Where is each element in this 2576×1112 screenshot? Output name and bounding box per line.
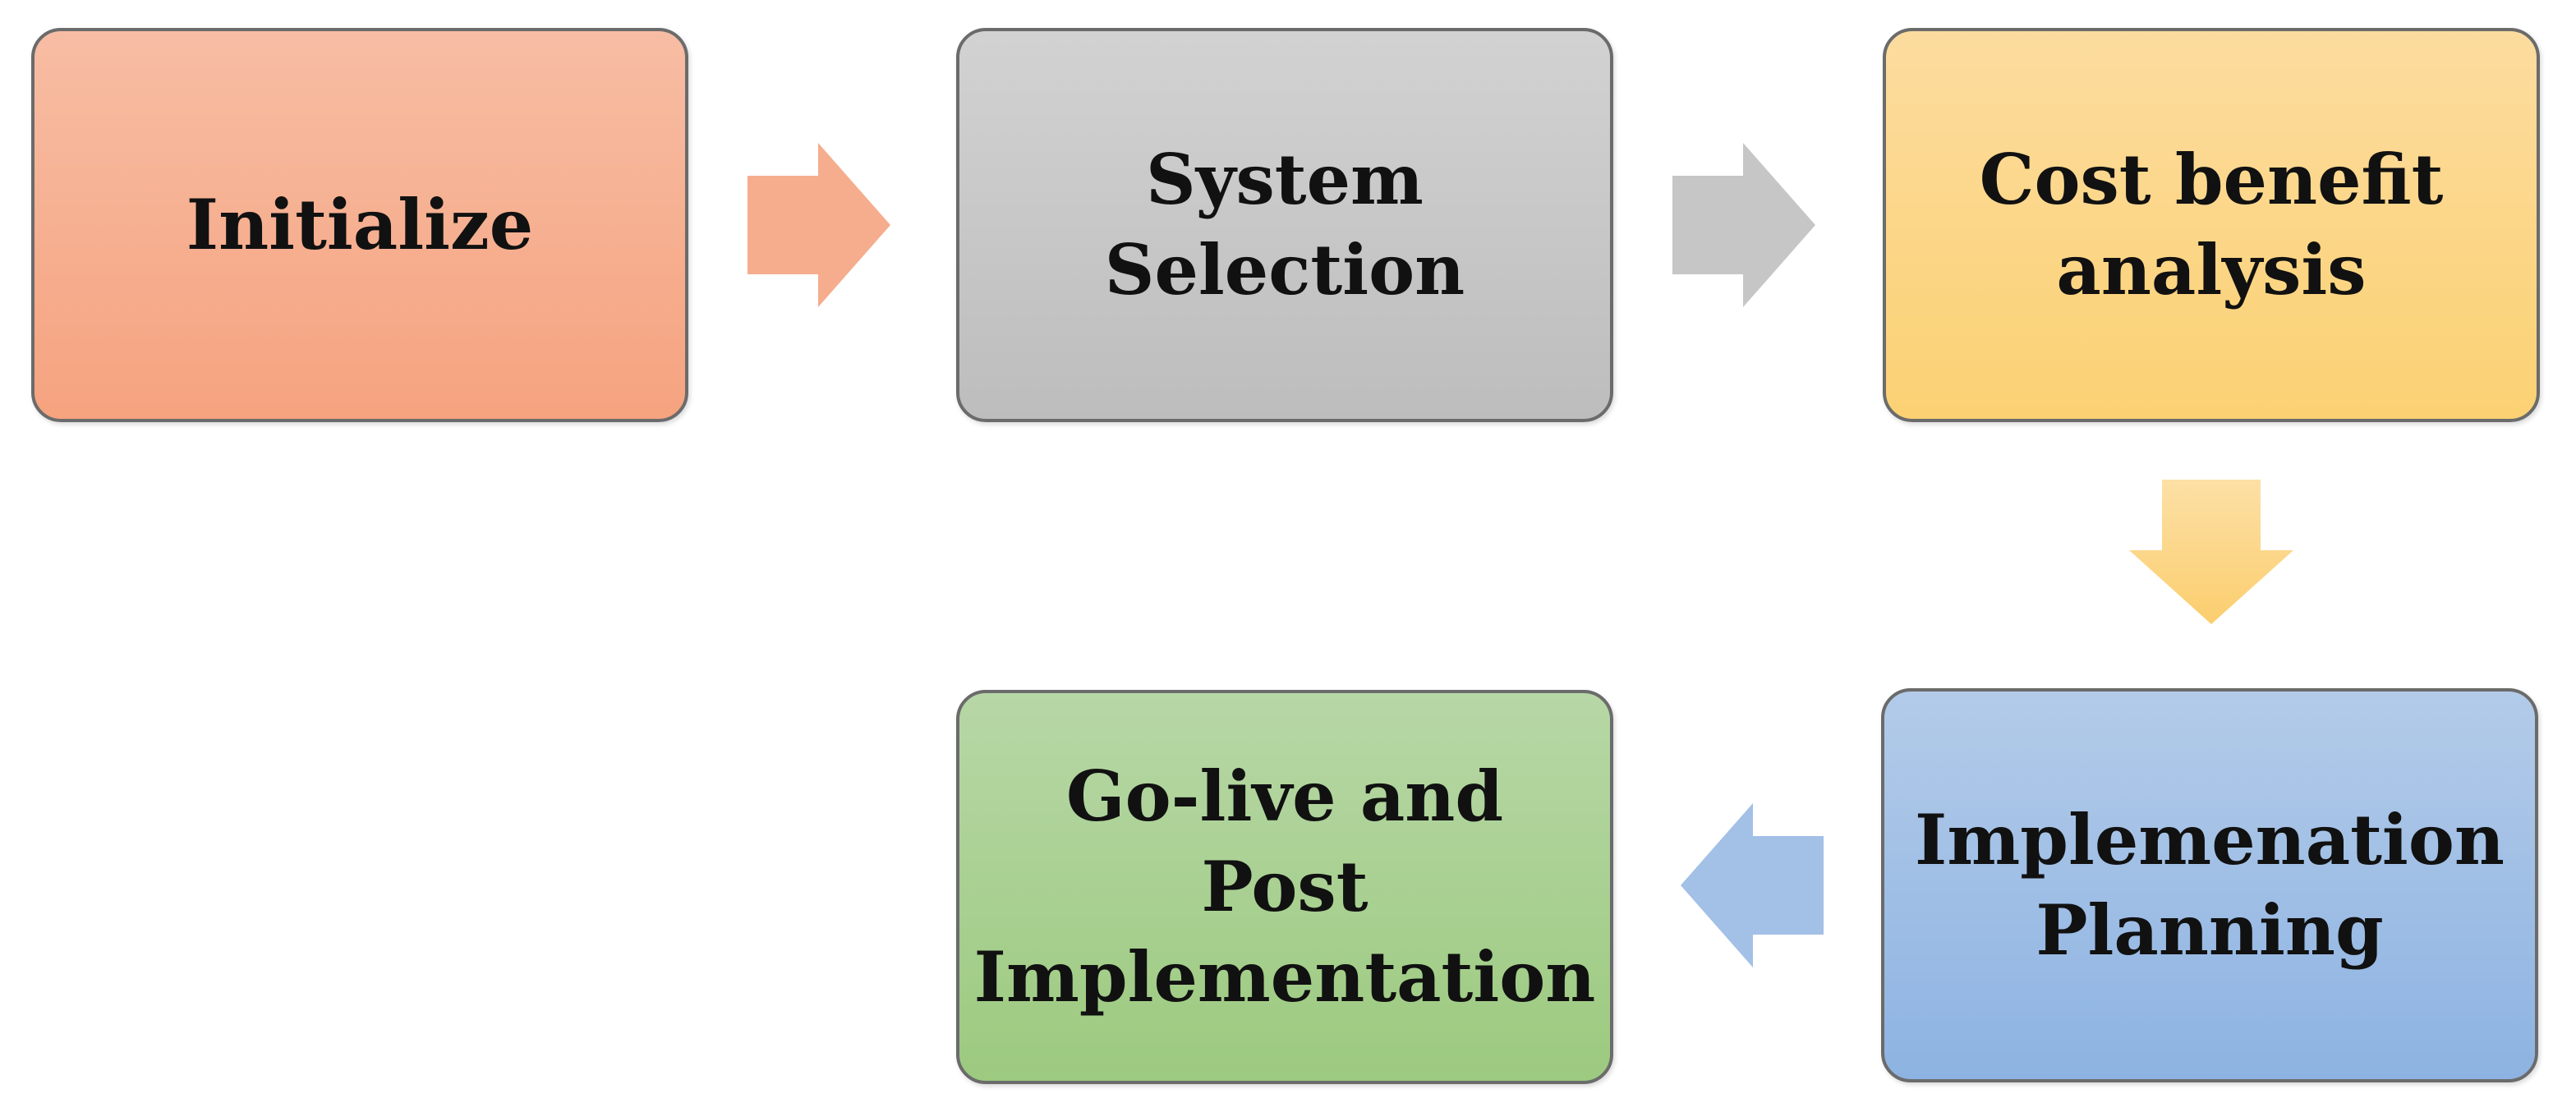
step-go-live-label: Go-live and Post Implementation	[973, 756, 1596, 1018]
step-implementation-planning-label: Implemenation Planning	[1915, 799, 2505, 971]
step-go-live-box: Go-live and Post Implementation	[956, 690, 1613, 1084]
arrow-down-icon	[2129, 480, 2293, 624]
arrow-right-icon	[748, 143, 890, 307]
step-cost-benefit-box: Cost benefit analysis	[1883, 28, 2540, 422]
step-initialize-label: Initialize	[186, 184, 534, 265]
arrow-left-icon	[1681, 803, 1824, 967]
arrow-right-icon	[1672, 143, 1815, 307]
step-initialize-box: Initialize	[31, 28, 688, 422]
step-implementation-planning-box: Implemenation Planning	[1881, 688, 2538, 1082]
step-cost-benefit-label: Cost benefit analysis	[1979, 139, 2444, 310]
step-system-selection-label: System Selection	[1104, 139, 1465, 310]
step-system-selection-box: System Selection	[956, 28, 1613, 422]
